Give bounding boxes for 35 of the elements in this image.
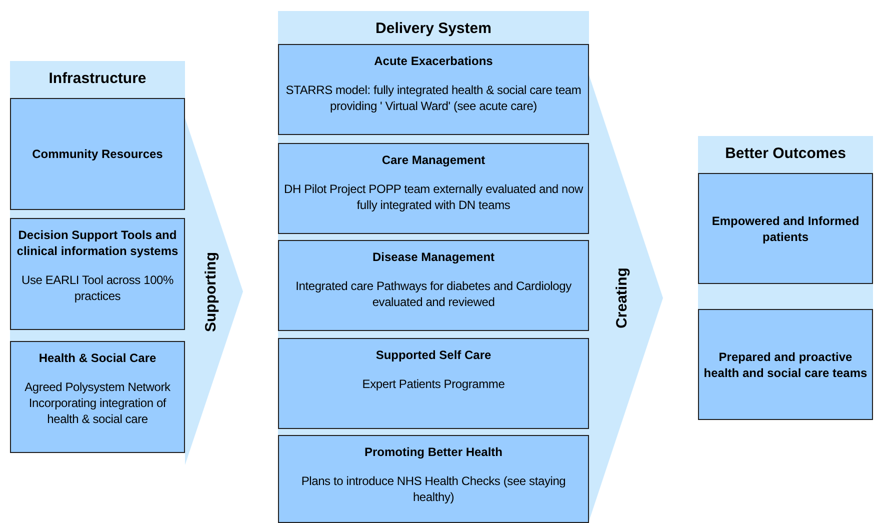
box-heading: Health & Social Care <box>38 350 156 366</box>
box-text: Expert Patients Programme <box>362 376 505 392</box>
chevron-arrow <box>185 118 243 465</box>
process-box <box>698 309 873 420</box>
box-heading: Community Resources <box>32 146 163 162</box>
box-heading: Acute Exacerbations <box>374 53 493 69</box>
chevron-arrow <box>589 75 663 521</box>
box-text: Use EARLI Tool across 100% practices <box>20 272 174 304</box>
process-box <box>278 143 589 234</box>
box-text: Agreed Polysystem Network Incorporating integration of health & social care <box>24 379 172 427</box>
process-box <box>698 173 873 284</box>
process-box <box>10 341 185 453</box>
process-box <box>10 218 185 330</box>
box-heading: Disease Management <box>372 249 495 265</box>
process-box <box>278 435 589 523</box>
box-heading: Prepared and proactive health and social care teams <box>703 348 868 380</box>
column-heading: Delivery System <box>374 19 492 37</box>
box-heading: Promoting Better Health <box>364 444 502 460</box>
box-heading: Decision Support Tools and clinical information systems <box>16 227 180 259</box>
box-text: STARRS model: fully integrated health & social care team providing ' Virtual Ward' (see acute care) <box>284 82 582 114</box>
column-heading: Infrastructure <box>48 69 148 87</box>
column-band <box>698 136 873 420</box>
column-heading: Better Outcomes <box>724 144 847 162</box>
box-text: DH Pilot Project POPP team externally evaluated and now fully integrated with DN teams <box>283 181 584 213</box>
edge-label: Supporting <box>202 252 220 332</box>
process-box <box>10 98 185 210</box>
box-heading: Care Management <box>382 152 486 168</box>
box-heading: Supported Self Care <box>376 347 492 363</box>
box-heading: Empowered and Informed patients <box>710 212 860 244</box>
process-box <box>278 240 589 331</box>
process-box <box>278 44 589 135</box>
box-text: Plans to introduce NHS Health Checks (see staying healthy) <box>300 473 567 505</box>
process-box <box>278 338 589 429</box>
box-text: Integrated care Pathways for diabetes and Cardiology evaluated and reviewed <box>294 278 572 310</box>
edge-label: Creating <box>614 268 631 328</box>
